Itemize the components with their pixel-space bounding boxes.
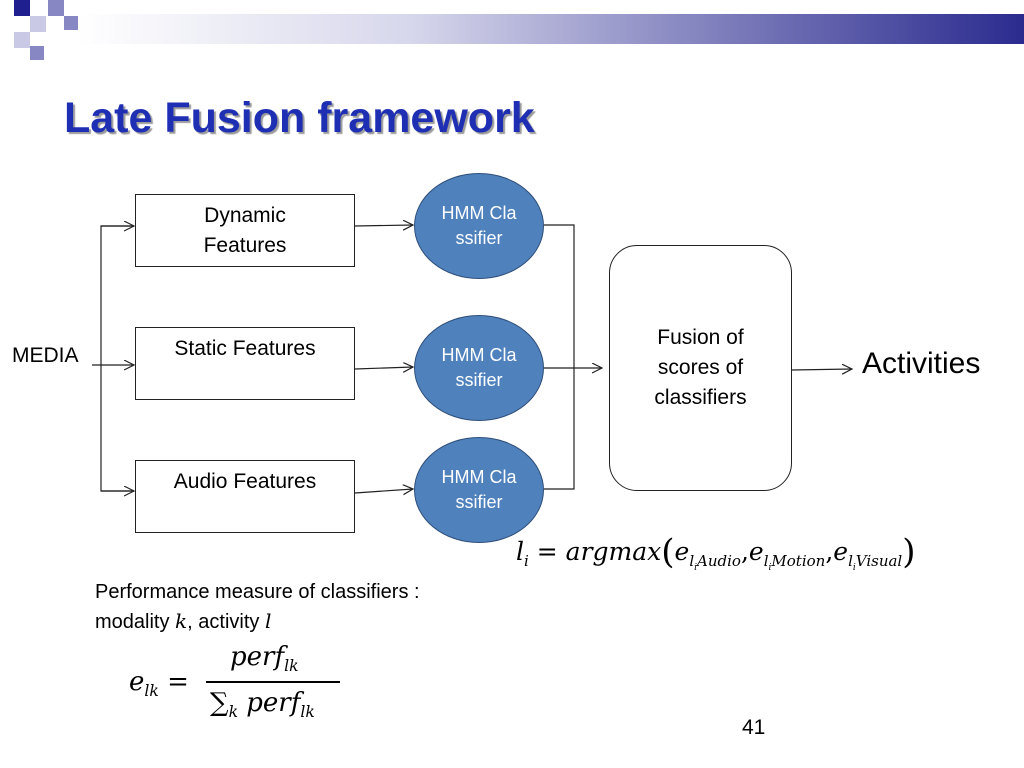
- open-paren: (: [661, 532, 675, 572]
- feature-box-static: Static Features: [135, 327, 355, 400]
- formula-lhs: l: [516, 537, 524, 566]
- dynamic-to-hmm-arrow: [354, 225, 413, 226]
- feature-label: Dynamic Features: [203, 204, 287, 257]
- elk-denominator: ∑k perflk: [210, 688, 315, 721]
- classifier-merge-bracket: [544, 224, 575, 490]
- term-visual-suffix: Visual: [855, 552, 903, 570]
- performance-description: Performance measure of classifiers : mod…: [95, 578, 420, 637]
- activity-prefix: , activity: [187, 611, 265, 633]
- term-visual-base: e: [833, 537, 849, 566]
- elk-formula-lhs: elk =: [129, 667, 189, 700]
- header-square-decoration: [30, 16, 46, 32]
- elk-base: e: [129, 667, 145, 697]
- page-number: 41: [742, 716, 766, 739]
- term-motion-base: e: [748, 537, 764, 566]
- media-label: MEDIA: [12, 344, 79, 367]
- argmax-operator: argmax: [565, 537, 662, 566]
- term-motion-sub: l: [763, 552, 769, 570]
- term-audio-subsub: i: [694, 563, 698, 573]
- formula-lhs-subscript: i: [524, 552, 529, 570]
- header-square-decoration: [64, 16, 78, 30]
- header-square-decoration: [30, 46, 44, 60]
- feature-label: Audio Features: [173, 470, 317, 493]
- term-audio-base: e: [674, 537, 690, 566]
- term-audio-sub: l: [689, 552, 695, 570]
- fusion-box: Fusion of scores of classifiers: [609, 245, 792, 491]
- close-paren: ): [902, 532, 916, 572]
- equals-sign: =: [536, 537, 558, 566]
- classifier-label: HMM Classifier: [441, 345, 517, 390]
- activities-label: Activities: [862, 347, 981, 380]
- argmax-formula: li = argmax(eliAudio,eliMotion,eliVisual…: [516, 532, 916, 573]
- numerator-base: perf: [230, 642, 285, 672]
- sum-symbol: ∑: [210, 688, 229, 718]
- term-motion-suffix: Motion: [771, 552, 826, 570]
- modality-variable: k: [175, 609, 188, 633]
- term-motion-subsub: i: [768, 563, 772, 573]
- fusion-to-activities-arrow: [791, 369, 852, 370]
- activity-variable: l: [264, 609, 272, 633]
- comma: ,: [740, 537, 749, 566]
- term-audio-suffix: Audio: [697, 552, 741, 570]
- media-split-bracket: [100, 225, 134, 492]
- elk-subscript: lk: [144, 682, 159, 701]
- feature-label: Static Features: [174, 337, 316, 360]
- header-square-decoration: [14, 0, 30, 16]
- audio-to-hmm-arrow: [354, 489, 413, 493]
- comma: ,: [825, 537, 834, 566]
- feature-box-audio: Audio Features: [135, 460, 355, 533]
- term-visual-sub: l: [848, 552, 853, 570]
- sum-subscript: k: [228, 703, 239, 722]
- performance-line-1: Performance measure of classifiers :: [95, 581, 420, 603]
- term-visual-subsub: i: [852, 563, 856, 573]
- header-square-decoration: [48, 0, 64, 16]
- numerator-subscript: lk: [284, 657, 299, 676]
- modality-prefix: modality: [95, 611, 176, 633]
- feature-box-dynamic: Dynamic Features: [135, 194, 355, 267]
- denominator-base: perf: [246, 688, 301, 718]
- denominator-subscript: lk: [300, 703, 315, 722]
- header-gradient-bar: [78, 14, 1024, 44]
- slide-title: Late Fusion framework: [64, 94, 535, 142]
- classifier-label: HMM Classifier: [441, 467, 517, 512]
- header-square-decoration: [14, 32, 30, 48]
- fraction-bar: [206, 681, 340, 683]
- static-to-hmm-arrow: [354, 367, 413, 369]
- elk-numerator: perflk: [230, 642, 299, 675]
- equals-sign: =: [167, 667, 189, 697]
- classifier-label: HMM Classifier: [441, 203, 517, 248]
- performance-line-2: modality k, activity l: [95, 607, 420, 637]
- fusion-label: Fusion of scores of classifiers: [654, 326, 747, 409]
- hmm-classifier-1: HMM Classifier: [414, 173, 544, 279]
- hmm-classifier-3: HMM Classifier: [414, 437, 544, 543]
- hmm-classifier-2: HMM Classifier: [414, 315, 544, 421]
